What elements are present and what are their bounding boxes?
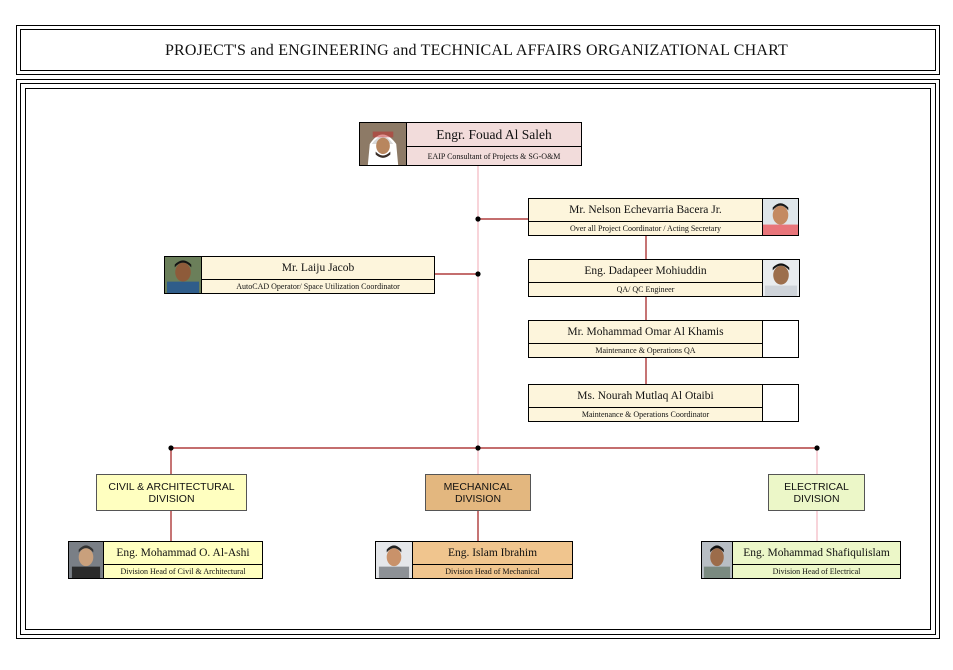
head-name: Engr. Fouad Al Saleh — [407, 123, 581, 147]
person-photo — [762, 260, 799, 296]
chart-frame-inner — [25, 88, 931, 630]
head-card[interactable]: Engr. Fouad Al Saleh EAIP Consultant of … — [359, 122, 582, 166]
chart-title: PROJECT'S and ENGINEERING and TECHNICAL … — [164, 42, 789, 59]
junction-dot-civil — [168, 445, 174, 451]
staff-card-omar[interactable]: Mr. Mohammad Omar Al Khamis Maintenance … — [528, 320, 799, 358]
title-frame-outer — [16, 25, 940, 75]
division-label-line2: DIVISION — [793, 492, 840, 505]
person-photo — [165, 257, 202, 293]
division-label-line1: MECHANICAL — [443, 480, 513, 493]
staff-name: Ms. Nourah Mutlaq Al Otaibi — [529, 385, 762, 408]
blank-photo — [762, 385, 798, 421]
division-label-line1: ELECTRICAL — [784, 480, 849, 493]
staff-role: Maintenance & Operations Coordinator — [581, 410, 710, 419]
side-card-laiju[interactable]: Mr. Laiju Jacob AutoCAD Operator/ Space … — [164, 256, 435, 294]
junction-dot-mechanical — [475, 445, 481, 451]
division-head-name: Eng. Mohammad O. Al-Ashi — [104, 542, 262, 565]
person-photo-headdress — [360, 123, 407, 165]
division-box-electrical[interactable]: ELECTRICAL DIVISION — [768, 474, 865, 511]
division-box-mechanical[interactable]: MECHANICAL DIVISION — [425, 474, 531, 511]
division-label-line2: DIVISION — [454, 492, 502, 505]
side-role: AutoCAD Operator/ Space Utilization Coor… — [236, 282, 400, 291]
division-head-role: Division Head of Electrical — [772, 567, 861, 576]
side-name: Mr. Laiju Jacob — [202, 257, 434, 280]
staff-card-dadapeer[interactable]: Eng. Dadapeer Mohiuddin QA/ QC Engineer — [528, 259, 800, 297]
staff-name: Mr. Nelson Echevarria Bacera Jr. — [529, 199, 762, 222]
person-photo — [762, 199, 798, 235]
junction-dot-laiju — [475, 271, 481, 277]
title-frame-inner — [20, 29, 936, 71]
division-label-line2: DIVISION — [148, 492, 195, 505]
person-photo — [69, 542, 104, 578]
division-head-role: Division Head of Mechanical — [445, 567, 540, 576]
division-box-civil[interactable]: CIVIL & ARCHITECTURAL DIVISION — [96, 474, 247, 511]
junction-dot-nelson — [475, 216, 481, 222]
staff-role: Maintenance & Operations QA — [595, 346, 696, 355]
chart-frame-middle — [20, 83, 936, 635]
staff-role: Over all Project Coordinator / Acting Se… — [569, 224, 722, 233]
junction-dot-electrical — [814, 445, 820, 451]
person-photo — [376, 542, 413, 578]
staff-name: Mr. Mohammad Omar Al Khamis — [529, 321, 762, 344]
head-role: EAIP Consultant of Projects & SG-O&M — [427, 151, 561, 161]
blank-photo — [762, 321, 798, 357]
person-photo — [702, 542, 733, 578]
staff-card-nourah[interactable]: Ms. Nourah Mutlaq Al Otaibi Maintenance … — [528, 384, 799, 422]
division-head-name: Eng. Islam Ibrahim — [413, 542, 572, 565]
staff-role: QA/ QC Engineer — [616, 285, 675, 294]
staff-name: Eng. Dadapeer Mohiuddin — [529, 260, 762, 283]
division-head-name: Eng. Mohammad Shafiqulislam — [733, 542, 900, 565]
division-head-role: Division Head of Civil & Architectural — [120, 567, 246, 576]
staff-card-nelson[interactable]: Mr. Nelson Echevarria Bacera Jr. Over al… — [528, 198, 799, 236]
division-head-card-civil[interactable]: Eng. Mohammad O. Al-Ashi Division Head o… — [68, 541, 263, 579]
division-head-card-electrical[interactable]: Eng. Mohammad Shafiqulislam Division Hea… — [701, 541, 901, 579]
division-head-card-mechanical[interactable]: Eng. Islam Ibrahim Division Head of Mech… — [375, 541, 573, 579]
chart-frame-outer — [16, 79, 940, 639]
division-label-line1: CIVIL & ARCHITECTURAL — [108, 480, 235, 493]
